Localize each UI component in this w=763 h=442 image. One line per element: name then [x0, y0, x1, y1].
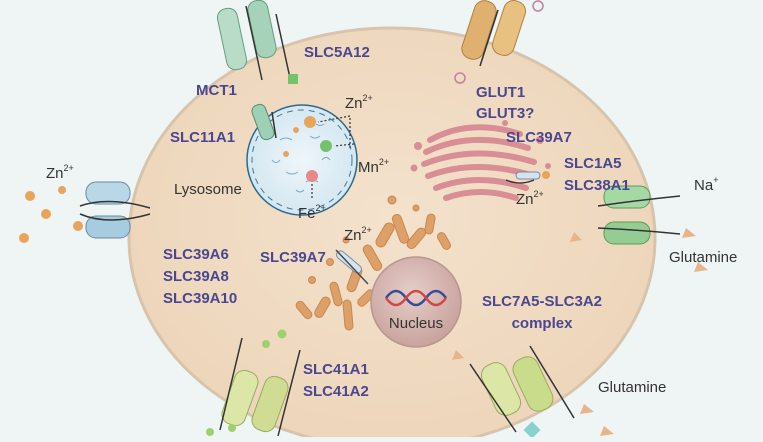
nucleus-label: Nucleus [389, 315, 443, 332]
slc11a1-arrow [271, 111, 277, 139]
manganese-ion [320, 140, 332, 152]
zip-transporter-left [79, 181, 151, 239]
lysosome-fe-label: Fe2+ [298, 203, 326, 222]
extracellular-zinc [19, 186, 83, 243]
label-glut1: GLUT1 [476, 84, 525, 101]
slc39a7-er-transporter [335, 249, 369, 285]
label-slc11a1: SLC11A1 [170, 129, 235, 146]
zinc-ion [293, 127, 299, 133]
golgi-vesicles [410, 120, 551, 172]
zinc-ion [283, 151, 289, 157]
label-slc38a1: SLC38A1 [564, 177, 630, 194]
slc1a5-transporter [597, 185, 681, 245]
lysosome-zn-label: Zn2+ [345, 93, 373, 112]
mct1-slc5a12-transporter [216, 0, 298, 84]
glut-transporter [454, 0, 544, 84]
magnesium-ions [206, 329, 287, 436]
label-slc41a2: SLC41A2 [303, 383, 369, 400]
golgi-apparatus [421, 124, 537, 201]
nucleus [370, 256, 462, 348]
slc7a5-slc3a2-transporter [469, 345, 575, 439]
lactate-square [288, 74, 298, 84]
glucose-icon [532, 0, 544, 12]
golgi-zn-label: Zn2+ [516, 189, 544, 208]
extracellular-zn-label: Zn2+ [46, 163, 74, 182]
label-mct1: MCT1 [196, 82, 237, 99]
dna-helix-icon [384, 289, 448, 307]
glucose-icon [454, 72, 466, 84]
ion-pointer-lines [311, 115, 355, 200]
zinc-ion [304, 116, 316, 128]
endoplasmic-reticulum [295, 195, 451, 331]
label-slc5a12: SLC5A12 [304, 44, 370, 61]
label-glutamine-right: Glutamine [669, 249, 737, 266]
er-zn-label: Zn2+ [344, 225, 372, 244]
label-glutamine-bottom: Glutamine [598, 379, 666, 396]
glutamine-triangles [452, 228, 708, 436]
label-slc39a7-er: SLC39A7 [260, 249, 326, 266]
slc41a1-transporter [219, 337, 301, 437]
label-slc41a1: SLC41A1 [303, 361, 369, 378]
slc39a7-golgi-transporter [505, 171, 550, 184]
label-lysosome: Lysosome [174, 181, 242, 198]
label-slc39a10: SLC39A10 [163, 290, 237, 307]
lysosome-inner-membrane [251, 109, 353, 211]
label-slc39a7-golgi: SLC39A7 [506, 129, 572, 146]
label-slc39a6: SLC39A6 [163, 246, 229, 263]
label-slc7a5-line2: complex [512, 315, 574, 332]
label-glut3: GLUT3? [476, 105, 534, 122]
lysosome-mn-label: Mn2+ [358, 157, 389, 176]
label-slc1a5: SLC1A5 [564, 155, 622, 172]
na-label: Na+ [694, 175, 718, 194]
amino-acid-icon [523, 421, 541, 439]
iron-ion [306, 170, 318, 182]
lysosome-contents [271, 123, 331, 193]
label-slc7a5-line1: SLC7A5-SLC3A2 [482, 293, 602, 310]
label-slc39a8: SLC39A8 [163, 268, 229, 285]
slc11a1-transporter [251, 103, 275, 141]
